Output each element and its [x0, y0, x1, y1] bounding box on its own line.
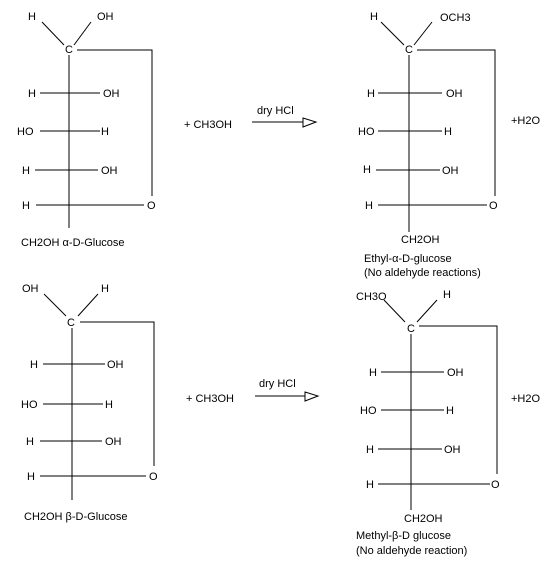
c1-methoxy-label: OCH3: [440, 12, 471, 24]
row2-left-label: HO: [358, 126, 375, 138]
row3-left-label: H: [22, 165, 30, 177]
row4-left-label: H: [365, 200, 373, 212]
row2-right-label: H: [446, 405, 454, 417]
structure-caption: CH2OH β-D-Glucose: [24, 511, 128, 523]
anomeric-carbon-label: C: [65, 44, 73, 56]
beta-d-glucose-structure: OH H C H OH HO H H OH H O CH2OH β-D-Gluc…: [21, 283, 158, 523]
c1-h-bond: [380, 21, 405, 46]
ring-oxygen-label: O: [489, 200, 498, 212]
row1-left-label: H: [367, 88, 375, 100]
ring-oxygen-bond: [419, 325, 498, 474]
ring-oxygen-label: O: [491, 479, 500, 491]
water-label: +H2O: [511, 393, 540, 405]
row2-right-label: H: [105, 399, 113, 411]
ring-oxygen-bond: [80, 321, 155, 466]
row3-left-label: H: [363, 164, 371, 176]
condition-label: dry HCl: [257, 105, 294, 117]
c1-hydrogen-label: H: [370, 11, 378, 23]
row2-left-label: HO: [17, 126, 34, 138]
row1-right-label: OH: [107, 359, 124, 371]
row3-right-label: OH: [101, 165, 118, 177]
c1-h-bond: [416, 299, 438, 323]
row3-right-label: OH: [442, 165, 459, 177]
product-caption-name: Ethyl-α-D-glucose: [364, 253, 452, 265]
alpha-d-glucose-structure: H OH C H OH HO H H OH H O CH2OH α-D-Gluc…: [17, 11, 156, 249]
ring-oxygen-label: O: [147, 200, 156, 212]
c1-hydrogen-label: H: [443, 289, 451, 301]
c1-hydroxyl-label: OH: [22, 283, 39, 295]
reaction-arrow-head: [302, 117, 318, 128]
product-caption-name: Methyl-β-D glucose: [356, 530, 451, 542]
row2-left-label: HO: [21, 399, 38, 411]
row4-left-label: H: [366, 479, 374, 491]
row2-left-label: HO: [360, 405, 377, 417]
row1-right-label: OH: [447, 367, 464, 379]
condition-label: dry HCl: [259, 378, 296, 390]
anomeric-carbon-label: C: [405, 44, 413, 56]
c1-h-bond: [41, 21, 65, 46]
anomeric-carbon-label: C: [67, 317, 75, 329]
ring-oxygen-bond: [77, 49, 153, 196]
row1-right-label: OH: [446, 88, 463, 100]
reagent-label: + CH3OH: [184, 119, 232, 131]
alpha-glycoside-structure: H OCH3 C H OH HO H H OH H O CH2OH Ethyl-…: [358, 11, 498, 279]
bottom-reaction: + CH3OH dry HCl +H2O: [186, 378, 540, 405]
row1-left-label: H: [28, 88, 36, 100]
product-caption-note: (No aldehyde reactions): [364, 267, 481, 279]
beta-glycoside-structure: CH3O H C H OH HO H H OH H O CH2OH Methyl…: [356, 289, 500, 557]
row4-left-label: H: [22, 200, 30, 212]
c1-oh-bond: [43, 293, 67, 317]
product-caption-note: (No aldehyde reaction): [356, 545, 467, 557]
ring-oxygen-label: O: [149, 471, 158, 483]
row3-right-label: OH: [105, 436, 122, 448]
row4-left-label: H: [27, 471, 35, 483]
structure-caption: CH2OH α-D-Glucose: [21, 237, 125, 249]
row2-right-label: H: [101, 126, 109, 138]
row1-left-label: H: [30, 359, 38, 371]
row2-right-label: H: [444, 126, 452, 138]
anomeric-carbon-label: C: [407, 323, 415, 335]
reaction-arrow-head: [304, 391, 320, 402]
c1-h-bond: [77, 293, 99, 317]
row1-left-label: H: [369, 367, 377, 379]
reagent-label: + CH3OH: [186, 393, 234, 405]
c1-methoxy-bond: [383, 299, 406, 323]
c1-oh-bond: [73, 21, 92, 46]
c1-och3-bond: [413, 21, 433, 46]
row3-left-label: H: [366, 444, 374, 456]
row3-left-label: H: [26, 436, 34, 448]
c1-hydrogen-label: H: [101, 283, 109, 295]
top-reaction: + CH3OH dry HCl +H2O: [184, 105, 540, 131]
c1-hydrogen-label: H: [28, 11, 36, 23]
row3-right-label: OH: [444, 444, 461, 456]
c1-methoxy-label: CH3O: [356, 291, 387, 303]
water-label: +H2O: [511, 115, 540, 127]
ch2oh-label: CH2OH: [401, 234, 440, 246]
c1-hydroxyl-label: OH: [97, 11, 114, 23]
ch2oh-label: CH2OH: [404, 513, 443, 525]
row1-right-label: OH: [103, 88, 120, 100]
ring-oxygen-bond: [417, 49, 496, 196]
